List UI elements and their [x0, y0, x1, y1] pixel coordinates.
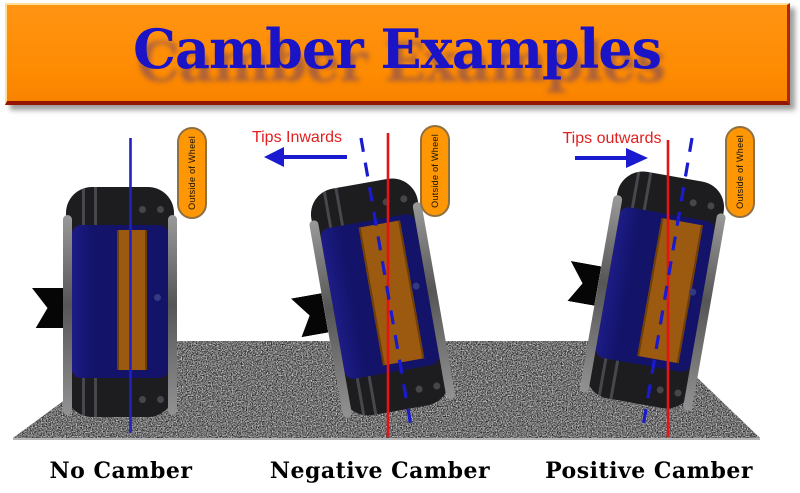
outside-of-wheel-label: Outside of Wheel — [187, 136, 197, 210]
outside-of-wheel-label: Outside of Wheel — [430, 134, 440, 208]
tire-stud — [432, 381, 441, 391]
rim-dot — [154, 294, 161, 301]
outside-of-wheel-pill: Outside of Wheel — [725, 126, 755, 218]
arrow-left-icon — [264, 147, 347, 167]
tire-sidewall-right — [168, 215, 177, 415]
tips-inwards-label: Tips Inwards — [251, 129, 343, 146]
wheel-no-camber — [32, 187, 177, 417]
tire-stud — [157, 396, 164, 403]
tire-stud — [673, 388, 683, 398]
tire-stud — [139, 206, 146, 213]
caption-positive-camber: Positive Camber — [545, 458, 753, 484]
tips-outwards-label: Tips outwards — [562, 130, 662, 147]
tire-stud — [706, 201, 716, 210]
hub-strip — [117, 230, 147, 370]
tire-stud — [689, 198, 698, 207]
outside-of-wheel-pill: Outside of Wheel — [420, 125, 450, 217]
caption-negative-camber: Negative Camber — [269, 458, 491, 484]
tire-sidewall-left — [63, 215, 72, 415]
tire-stud — [157, 206, 164, 213]
tire-stud — [382, 197, 391, 207]
arrow-right-icon — [575, 148, 648, 168]
page-title: Camber Examples — [133, 17, 662, 81]
tire-stud — [399, 194, 408, 203]
tire-stud — [415, 385, 424, 394]
tire-stud — [139, 396, 146, 403]
axle-ribbon-icon — [32, 288, 63, 328]
title-banner: Camber Examples — [5, 3, 790, 105]
tire-stud — [656, 385, 665, 394]
tire-body — [66, 187, 174, 417]
outside-of-wheel-label: Outside of Wheel — [735, 135, 745, 209]
caption-no-camber: No Camber — [49, 458, 193, 484]
outside-of-wheel-pill: Outside of Wheel — [177, 127, 207, 219]
